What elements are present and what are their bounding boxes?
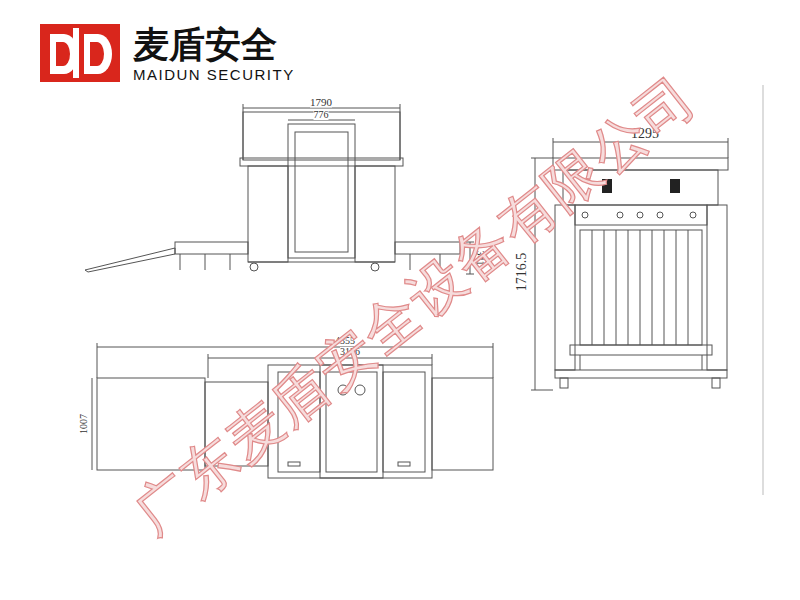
brand-subtitle: MAIDUN SECURITY (133, 67, 295, 82)
watermark: 广东麦盾安全设备有限公司 (125, 67, 706, 542)
logo-mark (40, 24, 120, 82)
dimension: 1790 (310, 97, 332, 108)
brand-name: 麦盾安全 (133, 27, 277, 63)
dimension: 1007 (79, 414, 89, 434)
dimension: 776 (314, 110, 329, 120)
